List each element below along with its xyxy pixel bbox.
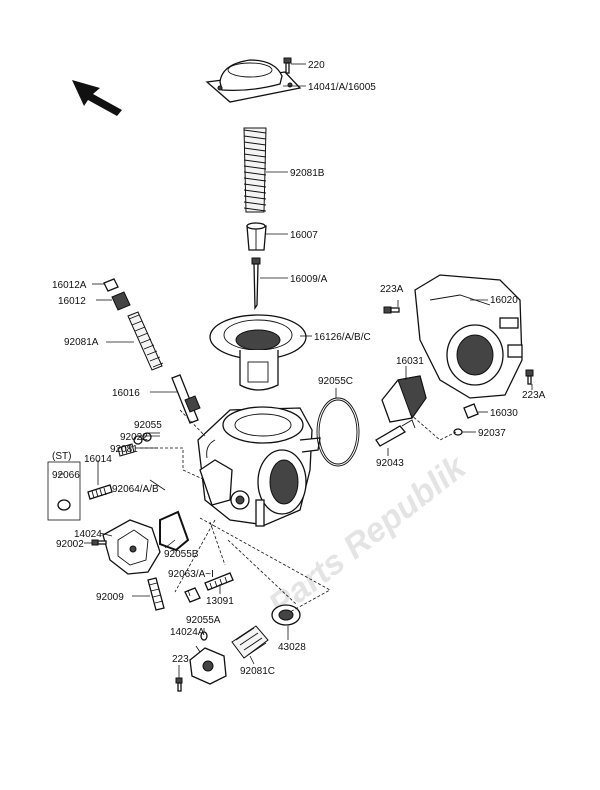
label-220: 220 [308,60,325,71]
part-float-bowl-14024 [102,519,161,575]
direction-arrow-icon [72,80,122,116]
part-needle-16009 [251,257,261,311]
part-cap-16012a [103,278,119,292]
label-92055b: 92055B [164,549,199,560]
label-92055c: 92055C [318,376,353,387]
part-labels: 220 14041/A/16005 92081B 16007 16009/A 1… [52,60,546,677]
label-16031: 16031 [396,356,424,367]
label-92081a: 92081A [64,337,99,348]
label-16016: 16016 [112,388,140,399]
part-boot-92081c [231,625,269,659]
part-screw-223a-top [383,306,400,314]
part-spring-92081a [127,311,164,371]
label-16020: 16020 [490,295,518,306]
label-92009: 92009 [96,592,124,603]
label-92063: 92063/A~I [168,569,214,580]
part-top-cover [205,59,302,103]
label-92022: 92022 [120,432,148,443]
label-92064: 92064/A/B [112,484,159,495]
part-plunger-16016 [171,374,201,424]
part-cover-14024a [189,631,227,685]
label-92081c: 92081C [240,666,275,677]
leader-lines [58,63,533,678]
label-223a-top: 223A [380,284,404,295]
part-cover-16031 [381,375,427,423]
part-screw-92002 [91,539,107,546]
label-92055: 92055 [134,420,162,431]
label-223: 223 [172,654,189,665]
label-st: (ST) [52,451,71,462]
label-92043: 92043 [376,458,404,469]
label-13091: 13091 [206,596,234,607]
part-diaphragm-43028 [271,604,301,626]
label-92066: 92066 [52,470,80,481]
assembly-lines [140,409,457,613]
part-screw-223a-right [525,369,534,385]
part-boot-16012 [111,291,131,311]
label-14024: 14024 [74,529,102,540]
part-16030 [463,403,479,419]
part-carburetor-body [197,406,321,527]
label-16126: 16126/A/B/C [314,332,371,343]
label-16012: 16012 [58,296,86,307]
label-43028: 43028 [278,642,306,653]
part-screw-223 [175,677,183,692]
part-oring-92055c [316,397,360,467]
label-223a-right: 223A [522,390,546,401]
label-92081b: 92081B [290,168,325,179]
part-retainer-16007 [246,222,267,251]
label-92055a: 92055A [186,615,221,626]
label-14041: 14041/A/16005 [308,82,376,93]
special-tool-group [47,461,81,521]
part-gasket-92055b [159,510,190,552]
part-cover-16020 [414,274,523,399]
part-screw-220 [283,57,292,74]
part-spring-92043 [375,419,416,447]
part-diaphragm-16126 [209,314,307,391]
label-16030: 16030 [490,408,518,419]
label-14024a: 14024A [170,627,205,638]
label-16007: 16007 [290,230,318,241]
label-92081: 92081 [110,444,138,455]
label-92037: 92037 [478,428,506,439]
part-spring-92081b [243,127,267,213]
label-16014: 16014 [84,454,112,465]
part-screw-92009 [147,577,165,611]
label-16009: 16009/A [290,274,328,285]
label-16012a: 16012A [52,280,87,291]
label-92002: 92002 [56,539,84,550]
